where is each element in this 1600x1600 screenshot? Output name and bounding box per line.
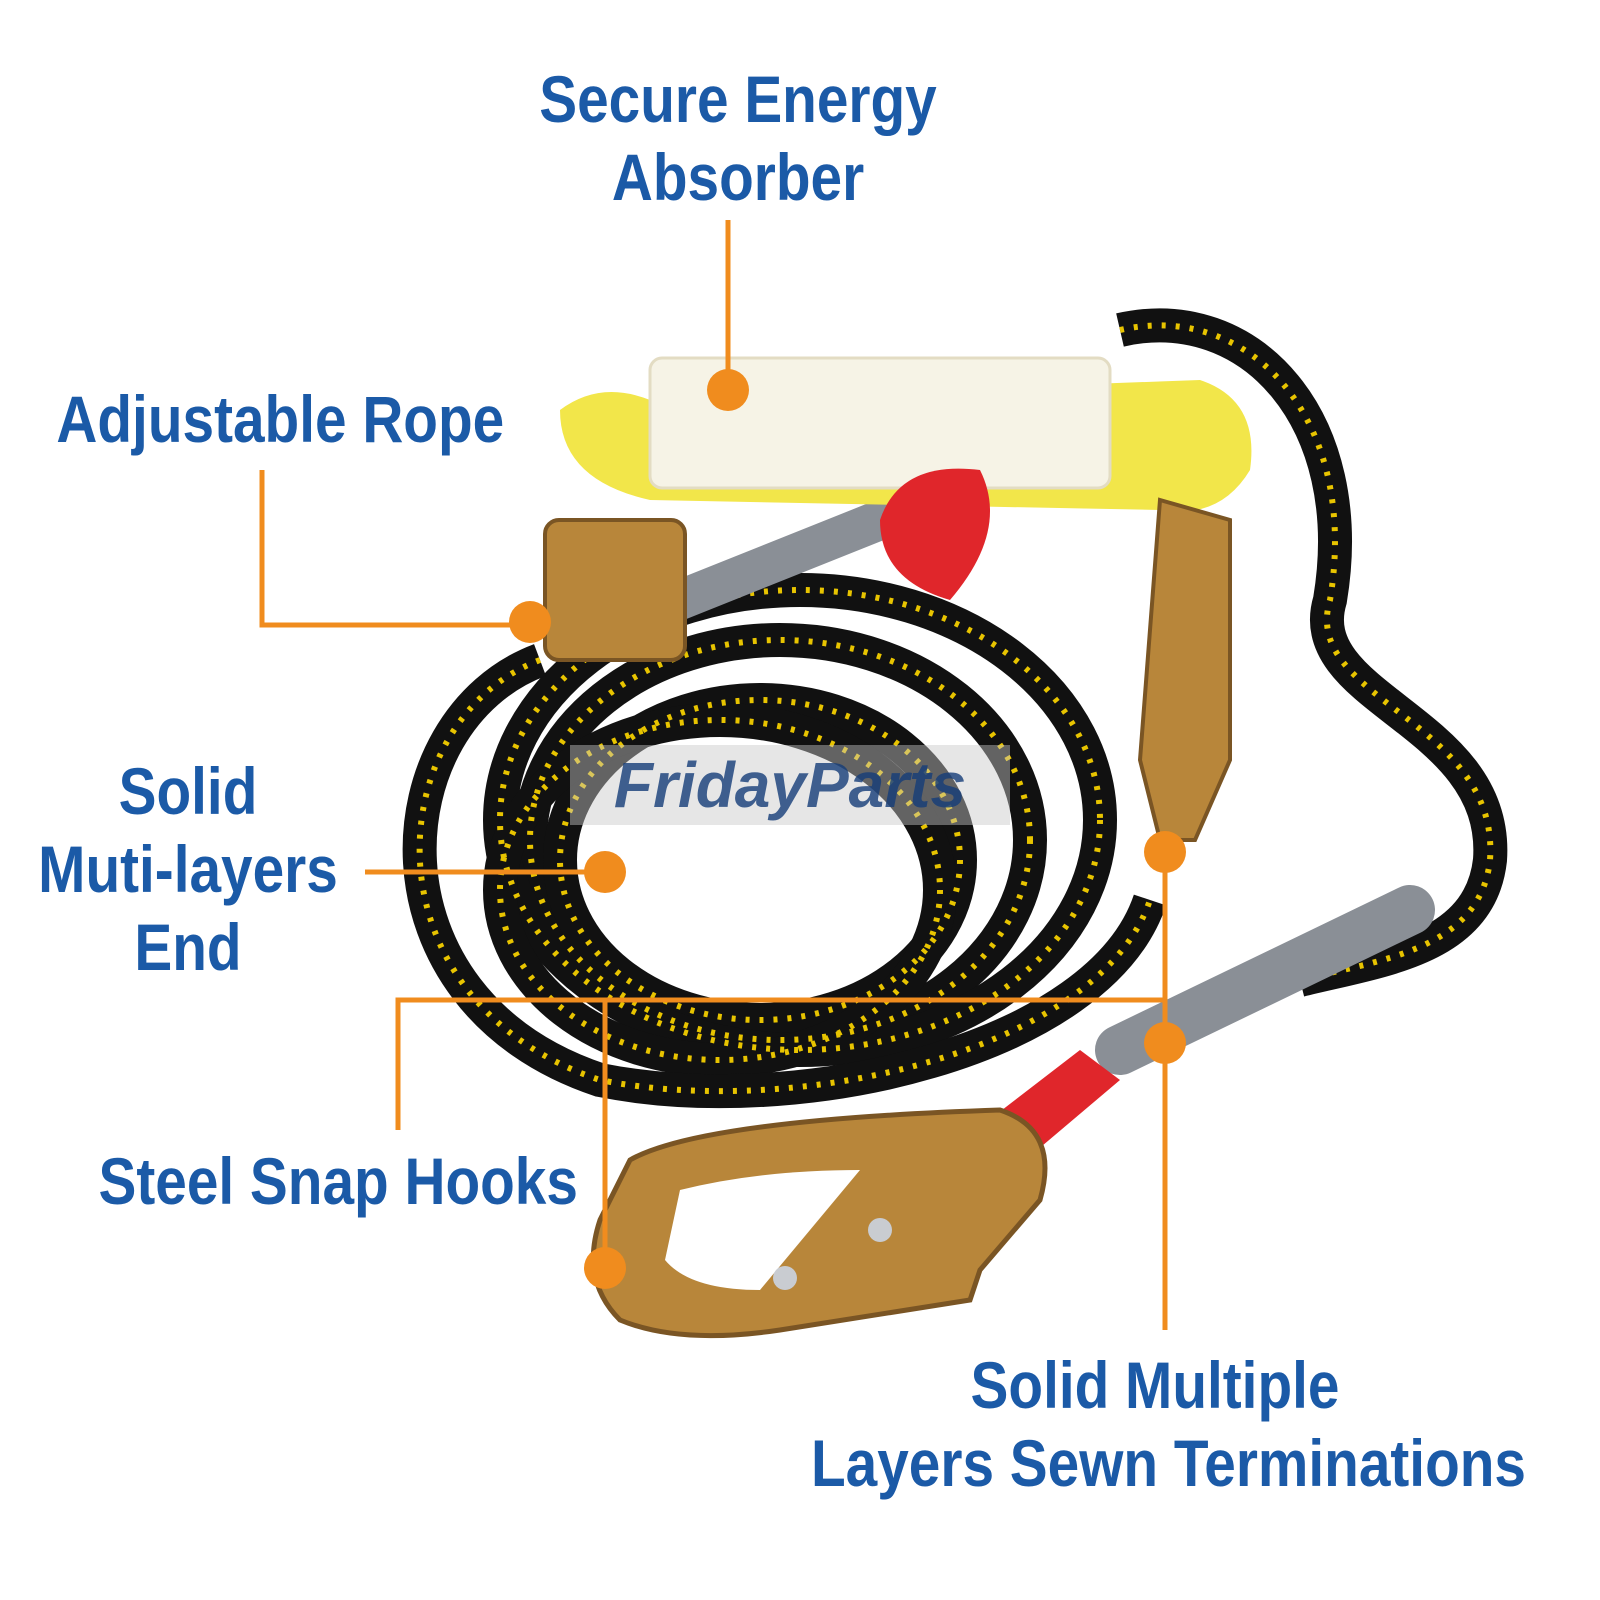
label-multi-layers-end: Solid Muti-layers End <box>33 752 343 986</box>
thimble-top <box>880 468 990 600</box>
dot-sewn-termination <box>1144 1022 1186 1064</box>
dot-upper-hook <box>1144 831 1186 873</box>
watermark-logo: FridayParts <box>570 745 1010 825</box>
label-line: Secure Energy <box>539 62 937 136</box>
callout-dots <box>509 369 1186 1289</box>
rivet <box>773 1266 797 1290</box>
dot-snap-hook <box>584 1247 626 1289</box>
dot-adjustable-rope <box>509 601 551 643</box>
label-line: Layers Sewn Terminations <box>811 1426 1526 1500</box>
bottom-snap-hook <box>590 1107 1048 1339</box>
dot-energy-absorber <box>707 369 749 411</box>
rope-grab <box>543 518 687 662</box>
label-line: Solid Multiple <box>970 1348 1340 1422</box>
rivet <box>868 1218 892 1242</box>
label-snap-hooks: Steel Snap Hooks <box>98 1144 578 1218</box>
label-sewn-terminations: Solid Multiple Layers Sewn Terminations <box>811 1346 1526 1502</box>
callout-lines <box>259 220 1168 1330</box>
label-line: Muti-layers <box>38 832 338 906</box>
rope-flecks <box>416 322 1494 1095</box>
label-line: End <box>134 910 242 984</box>
energy-absorber-pack <box>648 356 1112 490</box>
sewn-sleeve-top <box>660 500 900 620</box>
label-adjustable-rope: Adjustable Rope <box>56 382 505 456</box>
label-energy-absorber: Secure Energy Absorber <box>523 60 953 216</box>
label-line: Solid <box>118 754 258 828</box>
label-line: Absorber <box>611 140 865 214</box>
hook-opening <box>665 1170 860 1290</box>
upper-snap-hook <box>1137 497 1232 842</box>
dot-multi-layers-end <box>584 851 626 893</box>
